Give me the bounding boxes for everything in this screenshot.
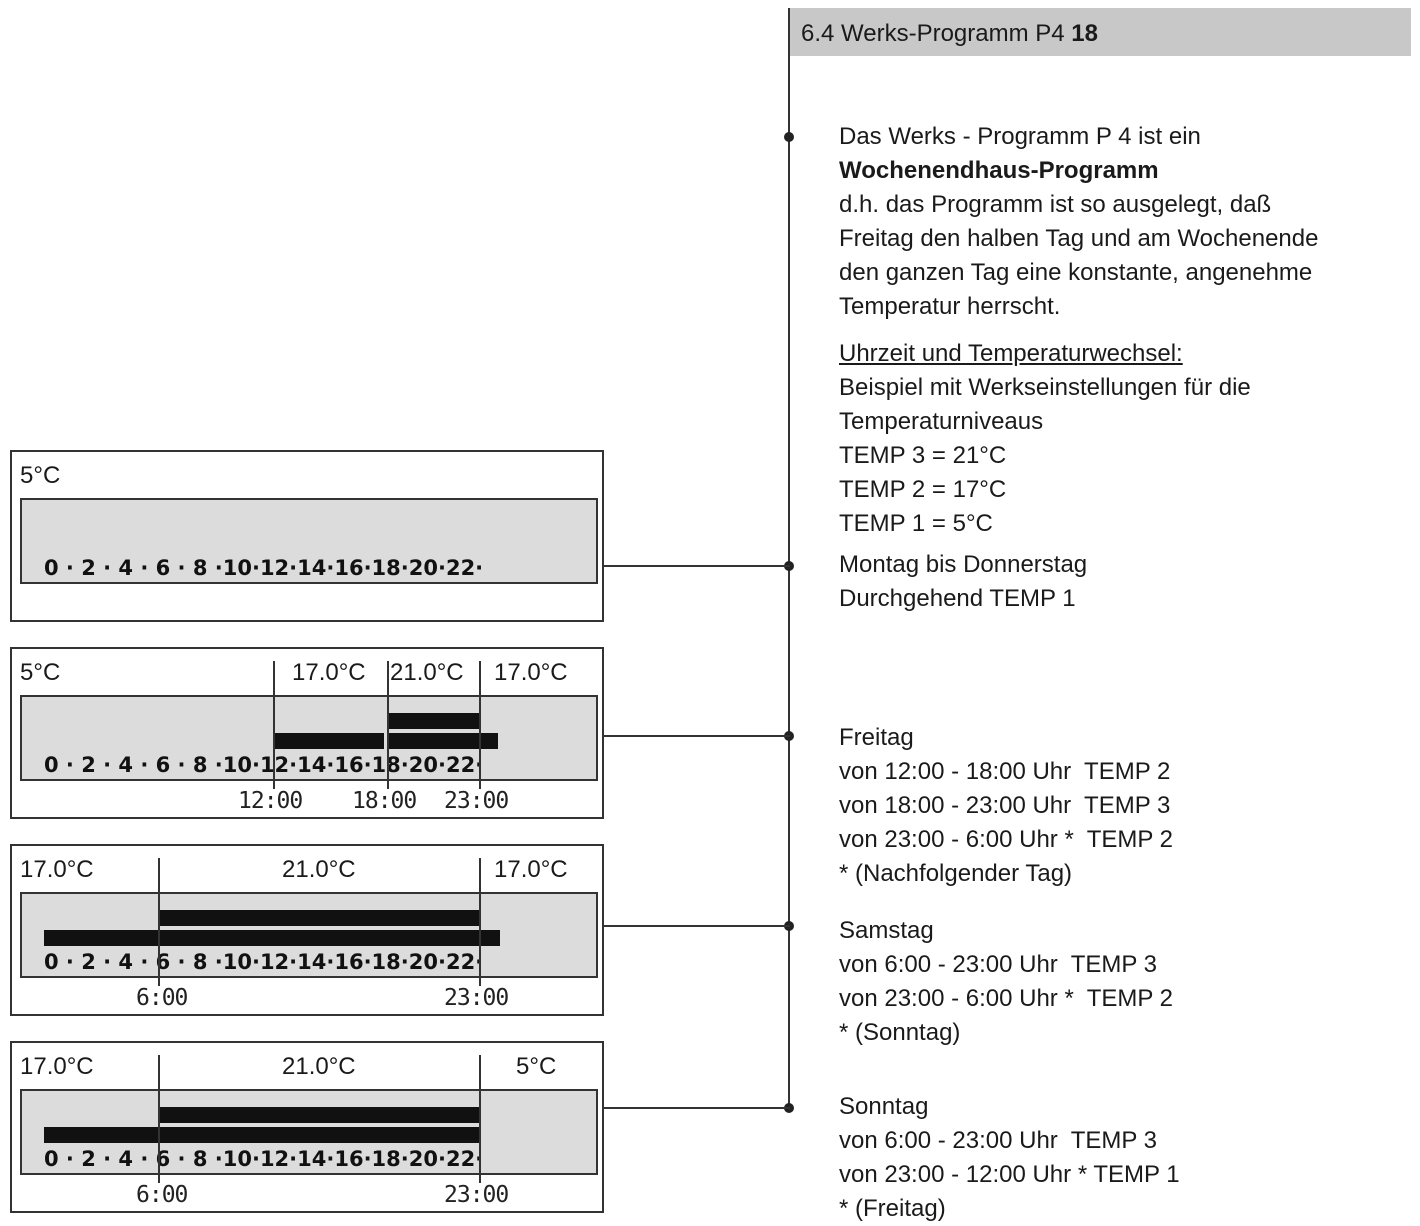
time-marker xyxy=(479,661,481,789)
levels-line: Temperaturniveaus xyxy=(839,408,1044,435)
vertical-connector xyxy=(788,8,790,1110)
temp-label: 21.0°C xyxy=(390,659,464,686)
time-label: 23:00 xyxy=(444,985,509,1011)
schedule-line: von 6:00 - 23:00 Uhr TEMP 3 xyxy=(839,1127,1157,1154)
intro-line: Das Werks - Programm P 4 ist ein xyxy=(839,123,1201,150)
lcd-display: 0 · 2 · 4 · 6 · 8 ·10·12·14·16·18·20·22· xyxy=(20,695,598,781)
intro-line: Temperatur herrscht. xyxy=(839,293,1061,320)
bar-temp2 xyxy=(44,930,500,946)
temp-label: 5°C xyxy=(516,1053,557,1080)
connector-line xyxy=(604,925,790,927)
connector-line xyxy=(604,1107,790,1109)
time-marker xyxy=(158,858,160,986)
lcd-display: 0 · 2 · 4 · 6 · 8 ·10·12·14·16·18·20·22· xyxy=(20,1089,598,1175)
day-title: Sonntag xyxy=(839,1093,929,1120)
schedule-line: von 23:00 - 6:00 Uhr * TEMP 2 xyxy=(839,985,1173,1012)
time-label: 6:00 xyxy=(136,1182,188,1208)
section-title: 6.4 Werks-Programm P4 xyxy=(801,20,1065,47)
temp-label: 5°C xyxy=(20,659,61,686)
schedule-line: von 6:00 - 23:00 Uhr TEMP 3 xyxy=(839,951,1157,978)
schedule-note: * (Freitag) xyxy=(839,1195,946,1222)
hour-scale: 0 · 2 · 4 · 6 · 8 ·10·12·14·16·18·20·22· xyxy=(44,556,484,580)
bar-temp2 xyxy=(274,733,384,749)
bar-temp3 xyxy=(160,1107,480,1123)
hour-scale: 0 · 2 · 4 · 6 · 8 ·10·12·14·16·18·20·22· xyxy=(44,950,484,974)
bar-temp2 xyxy=(44,1127,480,1143)
time-label: 18:00 xyxy=(352,788,417,814)
intro-text: Das Werks - Programm P 4 ist ein Wochene… xyxy=(839,120,1318,324)
bullet-dot xyxy=(784,132,794,142)
temp3-value: TEMP 3 = 21°C xyxy=(839,442,1007,469)
section-header: 6.4 Werks-Programm P4 18 xyxy=(789,8,1411,56)
intro-line: d.h. das Programm ist so ausgelegt, daß xyxy=(839,191,1272,218)
program-title: Wochenendhaus-Programm xyxy=(839,157,1159,184)
page-number: 18 xyxy=(1071,20,1098,47)
time-label: 23:00 xyxy=(444,1182,509,1208)
day-title: Freitag xyxy=(839,724,914,751)
schedule-note: * (Nachfolgender Tag) xyxy=(839,860,1073,887)
hour-scale: 0 · 2 · 4 · 6 · 8 ·10·12·14·16·18·20·22· xyxy=(44,1147,484,1171)
bar-temp3 xyxy=(160,910,480,926)
schedule-line: von 12:00 - 18:00 Uhr TEMP 2 xyxy=(839,758,1171,785)
day-title: Montag bis Donnerstag xyxy=(839,551,1088,578)
schedule-line: Durchgehend TEMP 1 xyxy=(839,585,1076,612)
time-label: 6:00 xyxy=(136,985,188,1011)
time-label: 12:00 xyxy=(238,788,303,814)
schedule-line: von 23:00 - 6:00 Uhr * TEMP 2 xyxy=(839,826,1173,853)
schedule-note: * (Sonntag) xyxy=(839,1019,961,1046)
friday-text: Freitag von 12:00 - 18:00 Uhr TEMP 2 von… xyxy=(839,721,1173,891)
time-marker xyxy=(479,1055,481,1183)
saturday-text: Samstag von 6:00 - 23:00 Uhr TEMP 3 von … xyxy=(839,914,1173,1050)
time-marker xyxy=(479,858,481,986)
intro-line: den ganzen Tag eine konstante, angenehme xyxy=(839,259,1313,286)
hour-scale: 0 · 2 · 4 · 6 · 8 ·10·12·14·16·18·20·22· xyxy=(44,753,484,777)
time-label: 23:00 xyxy=(444,788,509,814)
temp1-value: TEMP 1 = 5°C xyxy=(839,510,993,537)
temp-label: 17.0°C xyxy=(20,1053,94,1080)
bar-temp3-top xyxy=(388,713,480,729)
levels-heading: Uhrzeit und Temperaturwechsel: xyxy=(839,340,1183,367)
time-marker xyxy=(158,1055,160,1183)
levels-line: Beispiel mit Werkseinstellungen für die xyxy=(839,374,1251,401)
day-title: Samstag xyxy=(839,917,934,944)
schedule-line: von 18:00 - 23:00 Uhr TEMP 3 xyxy=(839,792,1171,819)
temp-label: 21.0°C xyxy=(282,1053,356,1080)
schedule-line: von 23:00 - 12:00 Uhr * TEMP 1 xyxy=(839,1161,1180,1188)
lcd-display: 0 · 2 · 4 · 6 · 8 ·10·12·14·16·18·20·22· xyxy=(20,892,598,978)
temperature-levels: Uhrzeit und Temperaturwechsel: Beispiel … xyxy=(839,337,1251,541)
connector-line xyxy=(604,565,790,567)
bar-temp3-low xyxy=(388,733,498,749)
lcd-panel-saturday: 17.0°C 21.0°C 17.0°C 0 · 2 · 4 · 6 · 8 ·… xyxy=(10,844,604,1016)
temp-label: 17.0°C xyxy=(494,856,568,883)
temp-label: 21.0°C xyxy=(282,856,356,883)
lcd-panel-sunday: 17.0°C 21.0°C 5°C 0 · 2 · 4 · 6 · 8 ·10·… xyxy=(10,1041,604,1213)
time-marker xyxy=(273,661,275,789)
intro-line: Freitag den halben Tag und am Wochenende xyxy=(839,225,1319,252)
time-marker xyxy=(387,661,389,789)
lcd-panel-friday: 5°C 17.0°C 21.0°C 17.0°C 0 · 2 · 4 · 6 ·… xyxy=(10,647,604,819)
lcd-display: 0 · 2 · 4 · 6 · 8 ·10·12·14·16·18·20·22· xyxy=(20,498,598,584)
temp-label: 5°C xyxy=(20,462,61,489)
temp2-value: TEMP 2 = 17°C xyxy=(839,476,1007,503)
monday-thursday-text: Montag bis Donnerstag Durchgehend TEMP 1 xyxy=(839,548,1087,616)
connector-line xyxy=(604,735,790,737)
temp-label: 17.0°C xyxy=(494,659,568,686)
temp-label: 17.0°C xyxy=(292,659,366,686)
sunday-text: Sonntag von 6:00 - 23:00 Uhr TEMP 3 von … xyxy=(839,1090,1180,1226)
lcd-panel-monday-thursday: 5°C 0 · 2 · 4 · 6 · 8 ·10·12·14·16·18·20… xyxy=(10,450,604,622)
temp-label: 17.0°C xyxy=(20,856,94,883)
